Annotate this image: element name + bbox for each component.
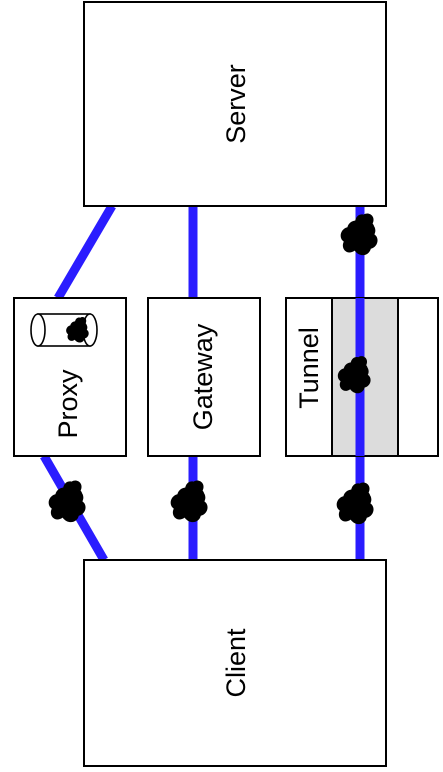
server-node: Server [84,2,386,206]
cache-cylinder-icon [31,314,97,346]
proxy-node: Proxy [14,298,126,456]
client-node: Client [84,560,386,766]
message-icon-server-tunnel [341,213,378,255]
client-label: Client [221,628,251,698]
gateway-label: Gateway [188,323,218,430]
tunnel-node: Tunnel [286,298,438,456]
gateway-node: Gateway [148,298,260,456]
tunnel-label: Tunnel [294,327,324,409]
message-icon-tunnel-client [337,482,374,524]
server-label: Server [221,64,251,144]
message-icon-gateway-client [171,480,208,522]
proxy-label: Proxy [53,369,83,439]
link-server-proxy [58,206,112,298]
